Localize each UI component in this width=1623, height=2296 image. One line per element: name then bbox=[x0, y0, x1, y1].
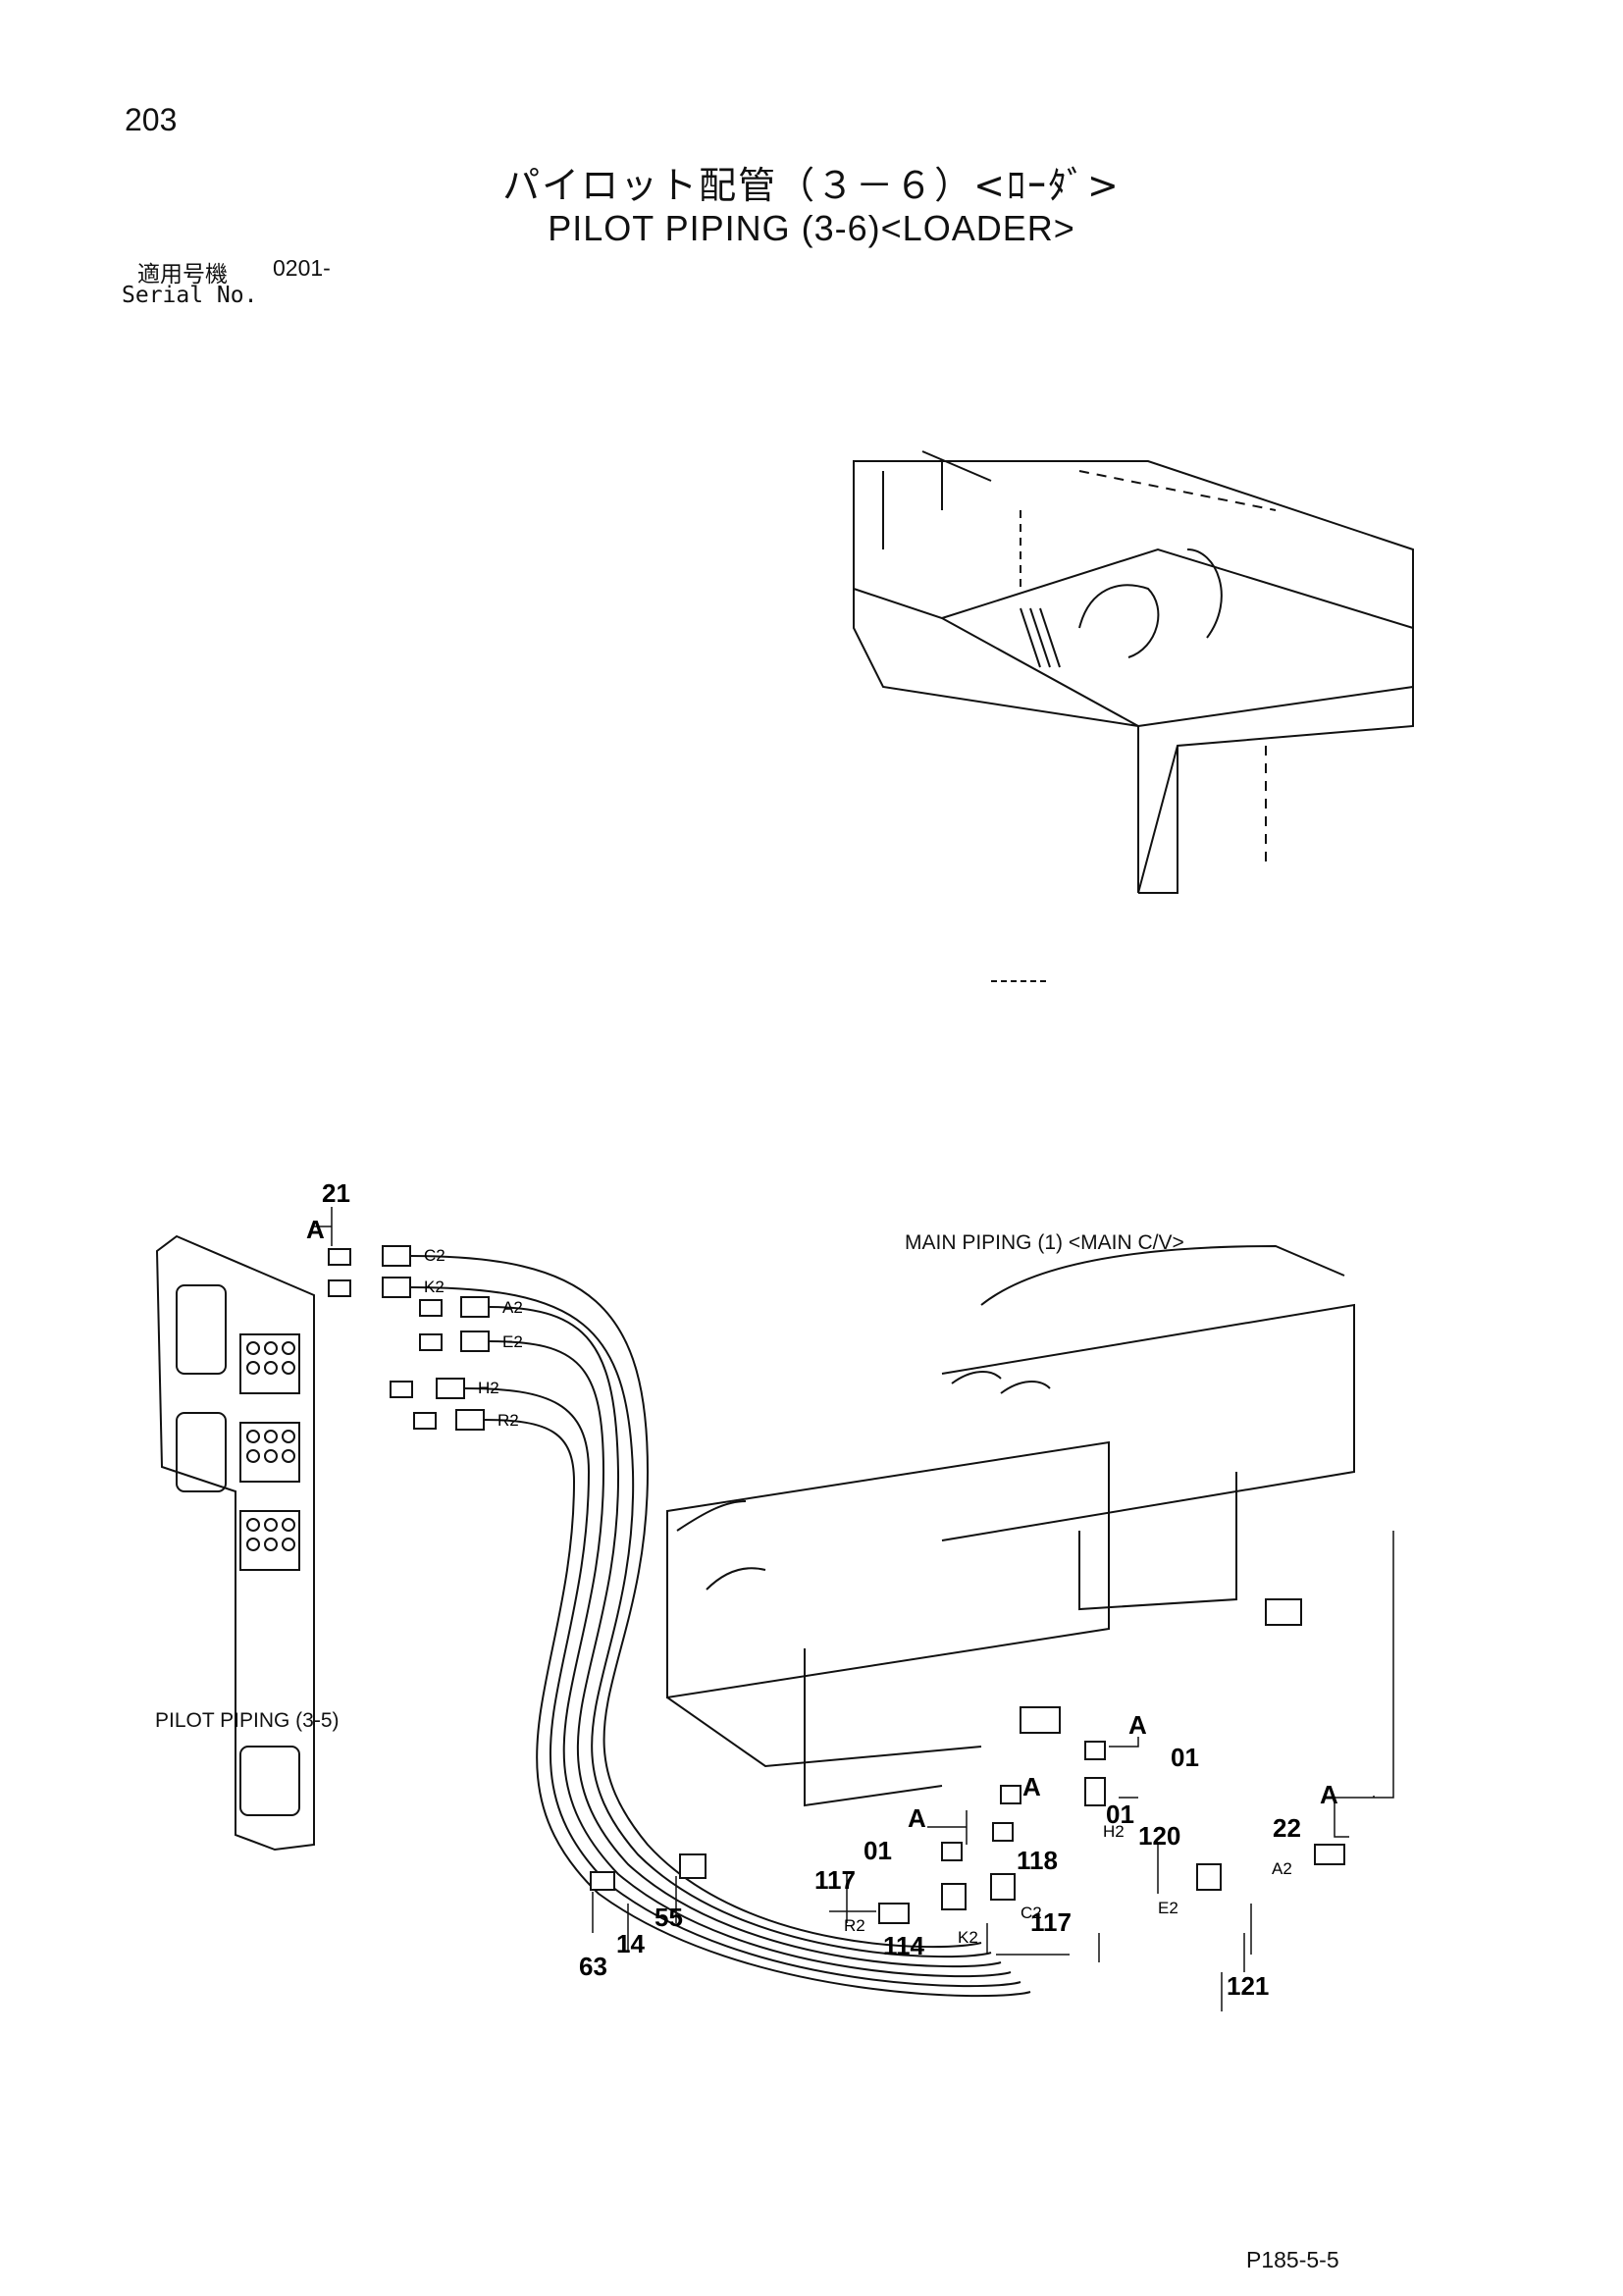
serial-value: 0201- bbox=[273, 255, 331, 281]
pilot-hose-bundle bbox=[409, 1255, 1031, 1998]
hose-tag-e2: E2 bbox=[502, 1332, 523, 1351]
hose-tag-e2-lower: E2 bbox=[1158, 1899, 1178, 1917]
ref-a-valve-upper: A bbox=[1128, 1710, 1147, 1740]
hose-tag-r2-lower: R2 bbox=[844, 1916, 865, 1935]
page-title-japanese: パイロット配管（３－６）<ﾛｰﾀﾞ> bbox=[502, 164, 1121, 207]
valve-fittings bbox=[590, 1741, 1345, 1924]
ref-a-panel: A bbox=[306, 1215, 325, 1244]
part-118: 118 bbox=[1017, 1846, 1058, 1875]
pilot-piping-reference-label: PILOT PIPING (3-5) bbox=[155, 1709, 340, 1732]
part-117-right: 117 bbox=[1030, 1907, 1072, 1937]
ref-a-valve-left: A bbox=[908, 1803, 926, 1833]
hose-tag-k2-lower: K2 bbox=[958, 1928, 978, 1947]
hose-tag-h2-lower: H2 bbox=[1103, 1822, 1125, 1841]
hose-tag-h2: H2 bbox=[478, 1379, 499, 1397]
ref-a-right: A bbox=[1320, 1780, 1338, 1809]
serial-label-english: Serial No. bbox=[122, 283, 258, 308]
part-117-left: 117 bbox=[814, 1865, 856, 1895]
part-114: 114 bbox=[883, 1931, 924, 1960]
part-120: 120 bbox=[1138, 1821, 1180, 1851]
part-number-labels: 21 22 01 01 01 117 117 118 120 121 114 5… bbox=[322, 1178, 1301, 2001]
part-21: 21 bbox=[322, 1178, 350, 1208]
main-control-valve-illustration bbox=[666, 1244, 1355, 1807]
part-55: 55 bbox=[654, 1903, 683, 1932]
hose-tag-a2-lower: A2 bbox=[1272, 1859, 1292, 1878]
part-14: 14 bbox=[616, 1929, 645, 1958]
leader-lines bbox=[314, 1207, 1394, 2011]
main-piping-reference-label: MAIN PIPING (1) <MAIN C/V> bbox=[905, 1231, 1184, 1254]
panel-fittings bbox=[328, 1245, 490, 1431]
serial-label-japanese: 適用号機 bbox=[137, 262, 228, 287]
hose-tag-a2: A2 bbox=[502, 1298, 523, 1317]
page-number: 203 bbox=[125, 102, 178, 137]
hose-tag-c2: C2 bbox=[424, 1246, 445, 1265]
part-01-left: 01 bbox=[864, 1836, 892, 1865]
part-01-middle: 01 bbox=[1106, 1800, 1134, 1829]
hose-tag-labels: C2 K2 A2 E2 H2 R2 R2 K2 C2 H2 E2 A2 bbox=[424, 1246, 1292, 1947]
reference-letters: A A A A A bbox=[306, 1215, 1338, 1833]
pilot-panel-illustration bbox=[155, 1234, 315, 1852]
part-63: 63 bbox=[579, 1952, 607, 1981]
hose-tag-c2-lower: C2 bbox=[1021, 1904, 1042, 1922]
ref-a-valve-middle: A bbox=[1022, 1772, 1041, 1801]
hose-tag-r2: R2 bbox=[497, 1411, 519, 1430]
document-code: P185-5-5 bbox=[1246, 2247, 1339, 2272]
part-121: 121 bbox=[1227, 1971, 1269, 2001]
hose-tag-k2: K2 bbox=[424, 1278, 445, 1296]
location-view-illustration bbox=[853, 450, 1414, 982]
part-22: 22 bbox=[1273, 1813, 1301, 1843]
page-title-english: PILOT PIPING (3-6)<LOADER> bbox=[548, 208, 1075, 248]
part-01-upper: 01 bbox=[1171, 1743, 1199, 1772]
